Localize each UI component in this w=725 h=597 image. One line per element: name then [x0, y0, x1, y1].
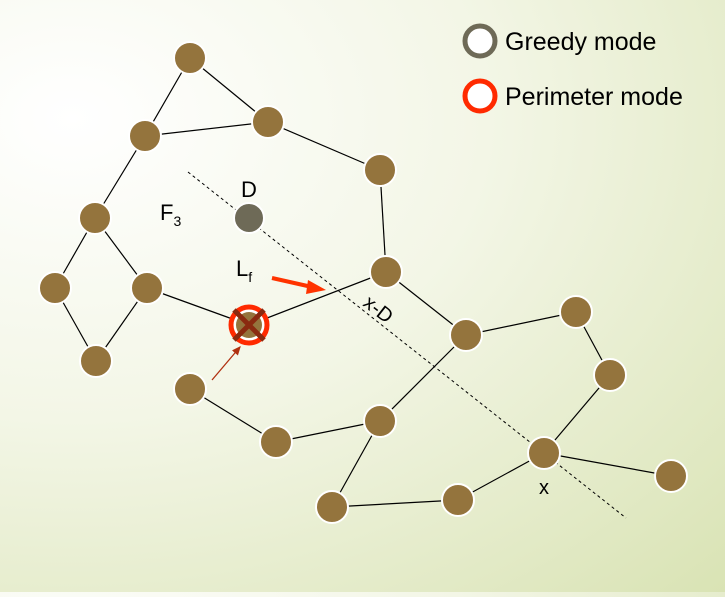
forwarding-arrow [211, 346, 241, 381]
x-d-label: x-D [359, 292, 397, 328]
node [363, 404, 397, 438]
node [559, 295, 593, 329]
edge [543, 452, 672, 477]
edge [248, 271, 387, 326]
source-node [527, 436, 561, 470]
legend: Greedy mode Perimeter mode [462, 23, 683, 114]
lf-arrow [271, 276, 326, 294]
edge [331, 499, 459, 508]
node [593, 358, 627, 392]
greedy-legend-label: Greedy mode [505, 28, 656, 56]
node [251, 105, 285, 139]
node [79, 344, 113, 378]
node [369, 255, 403, 289]
node [315, 490, 349, 524]
node [363, 153, 397, 187]
greedy-legend-icon [462, 23, 498, 59]
node [259, 425, 293, 459]
face-label: F3 [160, 200, 181, 229]
edge [144, 121, 269, 137]
node [130, 271, 164, 305]
edge [543, 374, 611, 454]
node [38, 271, 72, 305]
edge [379, 334, 467, 422]
perimeter-legend-label: Perimeter mode [505, 83, 683, 111]
source-label: x [539, 477, 549, 499]
edge [267, 121, 381, 171]
node [173, 41, 207, 75]
cross-icon [232, 308, 266, 342]
node [128, 119, 162, 153]
destination-node [233, 202, 265, 234]
node [441, 483, 475, 517]
node [449, 318, 483, 352]
edge-label: Lf [236, 256, 252, 285]
node [78, 201, 112, 235]
perimeter-node [228, 304, 270, 346]
node [173, 372, 207, 406]
destination-label: D [241, 177, 257, 202]
edge [275, 420, 381, 443]
edge [465, 311, 577, 336]
node [654, 459, 688, 493]
nodes [38, 41, 688, 524]
perimeter-legend-icon [462, 78, 498, 114]
edge [379, 169, 387, 273]
